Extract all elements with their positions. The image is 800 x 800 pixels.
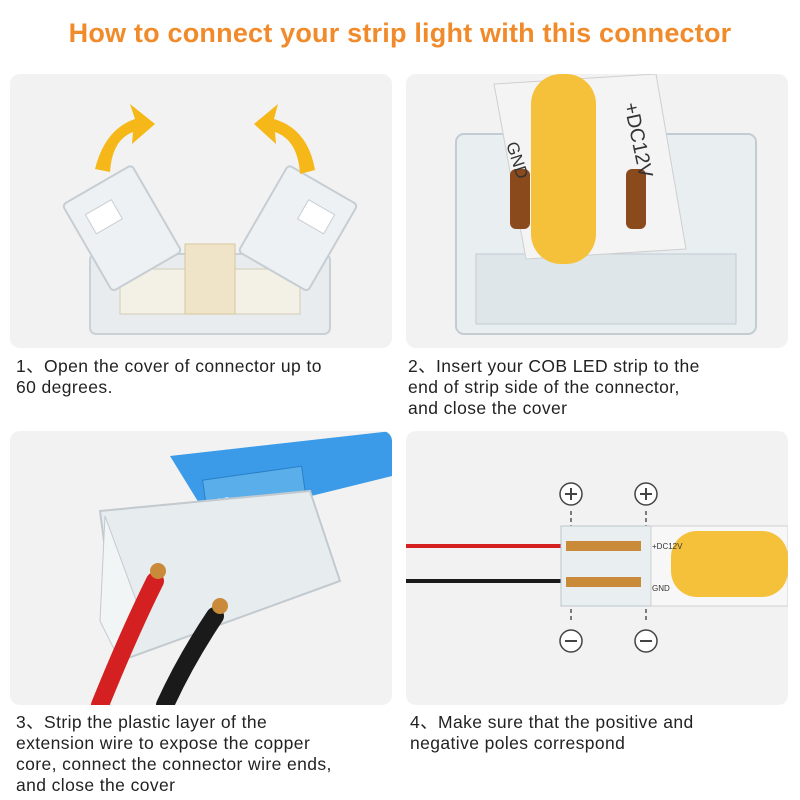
polarity-diagram: +DC12V GND xyxy=(406,482,788,653)
wire-connection-illustration: 10mm xyxy=(91,431,392,705)
minus-icon-left xyxy=(559,629,583,653)
left-curved-arrow-icon xyxy=(95,104,155,172)
caption-line: 3、Strip the plastic layer of the xyxy=(16,712,268,732)
caption-line: 60 degrees. xyxy=(16,377,113,397)
minus-icon-right xyxy=(634,629,658,653)
caption-line: end of strip side of the connector, xyxy=(408,377,680,397)
step-4-image: +DC12V GND xyxy=(406,431,788,705)
caption-line: extension wire to expose the copper xyxy=(16,733,311,753)
plus-icon-right xyxy=(634,482,658,506)
caption-line: 2、Insert your COB LED strip to the xyxy=(408,356,700,376)
diagram-gnd-label: GND xyxy=(652,584,670,593)
step-3-image: 10mm xyxy=(10,431,392,705)
plus-icon-left xyxy=(559,482,583,506)
insert-strip-illustration: GND +DC12V xyxy=(455,74,757,335)
step-2-image: GND +DC12V xyxy=(406,74,788,348)
step-1-caption: 1、Open the cover of connector up to 60 d… xyxy=(16,356,396,398)
black-wire xyxy=(156,607,224,705)
caption-line: and close the cover xyxy=(16,775,176,795)
right-curved-arrow-icon xyxy=(254,104,315,174)
step-4-caption: 4、Make sure that the positive and negati… xyxy=(410,712,790,754)
page-title: How to connect your strip light with thi… xyxy=(68,18,732,48)
diagram-dc-label: +DC12V xyxy=(652,542,683,551)
caption-line: 1、Open the cover of connector up to xyxy=(16,356,322,376)
caption-line: and close the cover xyxy=(408,398,568,418)
red-wire xyxy=(91,572,164,705)
caption-line: core, connect the connector wire ends, xyxy=(16,754,332,774)
step-2-caption: 2、Insert your COB LED strip to the end o… xyxy=(408,356,788,419)
open-connector-illustration xyxy=(62,104,358,335)
step-1-image xyxy=(10,74,392,348)
step-3-caption: 3、Strip the plastic layer of the extensi… xyxy=(16,712,396,796)
caption-line: 4、Make sure that the positive and xyxy=(410,712,694,732)
caption-line: negative poles correspond xyxy=(410,733,626,753)
